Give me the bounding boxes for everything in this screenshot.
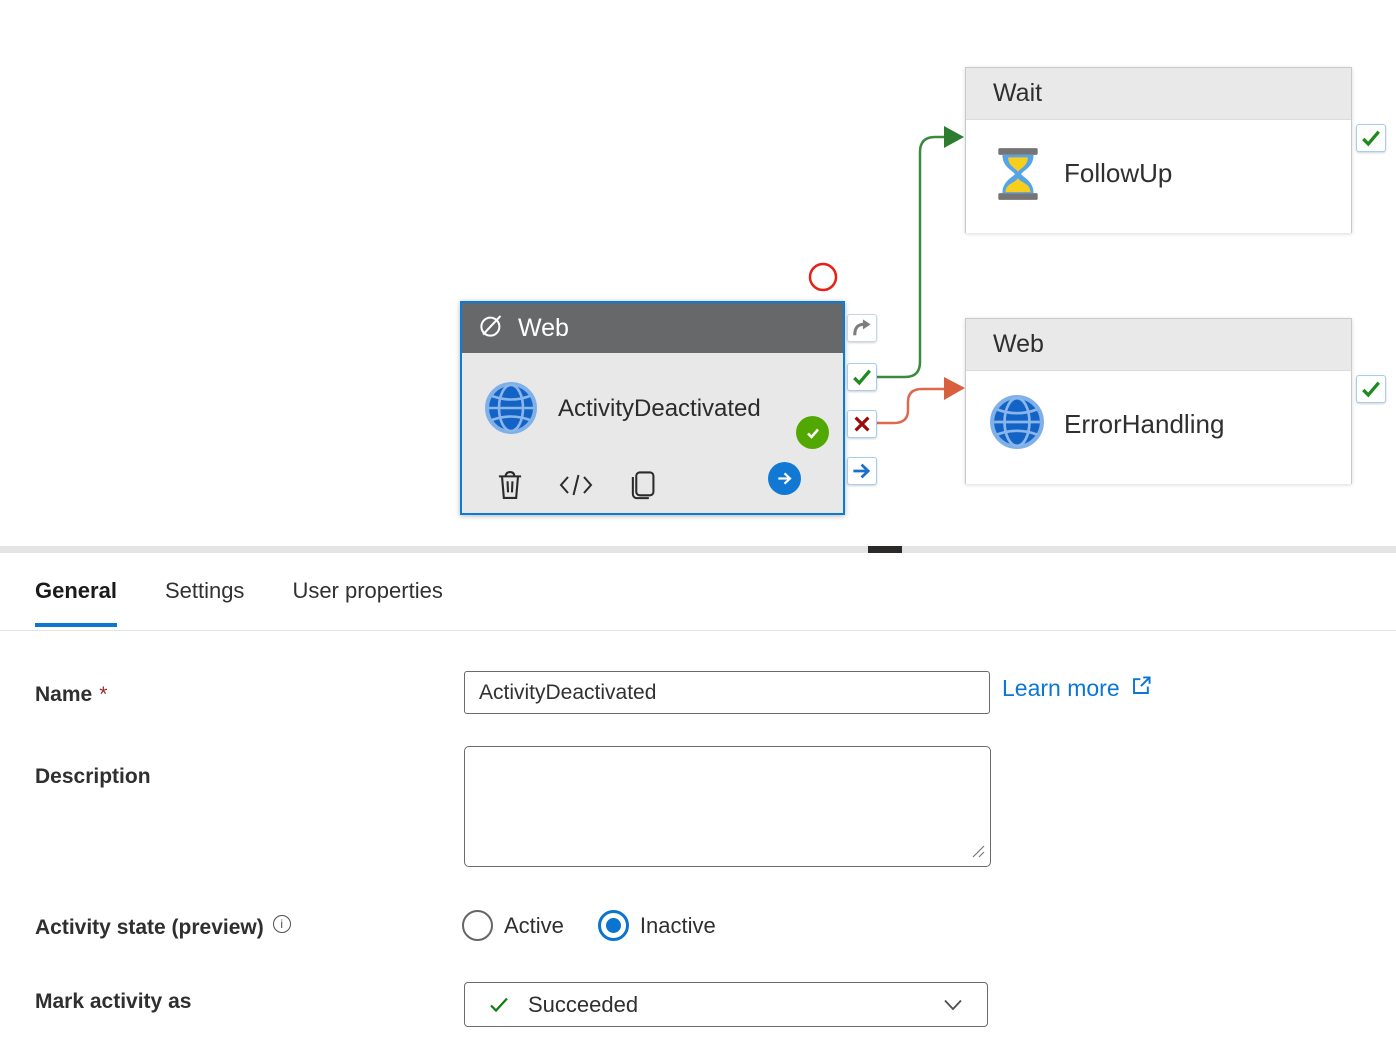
radio-dot xyxy=(605,918,621,933)
activity-state-radio-group: Active Inactive xyxy=(462,910,716,941)
required-asterisk: * xyxy=(99,683,108,706)
description-label: Description xyxy=(35,765,151,788)
tab-general[interactable]: General xyxy=(35,578,117,627)
radio-circle xyxy=(462,910,493,941)
radio-active[interactable]: Active xyxy=(462,910,564,941)
failure-edge xyxy=(877,387,945,425)
activity-node-wait[interactable]: Wait FollowUp xyxy=(965,67,1352,233)
success-edge xyxy=(877,135,945,379)
mark-activity-label: Mark activity as xyxy=(35,990,192,1013)
error-marker-circle xyxy=(808,262,838,292)
activity-node-main[interactable]: Web ActivityDeactivated xyxy=(460,301,845,515)
tab-user-properties[interactable]: User properties xyxy=(292,578,443,603)
activity-name: ErrorHandling xyxy=(1064,409,1225,439)
radio-circle-selected xyxy=(597,910,629,941)
description-input[interactable] xyxy=(464,746,991,867)
activity-node-body: FollowUp xyxy=(966,120,1351,233)
failure-edge-arrowhead xyxy=(944,377,965,400)
activity-state-label: Activity state (preview)i xyxy=(35,915,291,940)
name-input[interactable] xyxy=(464,671,990,714)
scrollbar-thumb[interactable] xyxy=(868,546,902,553)
tab-settings[interactable]: Settings xyxy=(164,578,245,603)
activity-action-bar xyxy=(462,462,843,507)
copy-icon[interactable] xyxy=(624,467,660,503)
dropdown-selected-value: Succeeded xyxy=(528,991,639,1017)
add-next-activity-button[interactable] xyxy=(768,462,801,495)
external-link-icon xyxy=(1130,674,1153,703)
canvas-horizontal-scrollbar[interactable] xyxy=(0,546,1396,553)
skip-port[interactable] xyxy=(847,314,877,342)
mark-activity-dropdown[interactable]: Succeeded xyxy=(464,982,988,1027)
failure-port[interactable] xyxy=(847,410,877,438)
success-edge-arrowhead xyxy=(944,126,964,148)
web-activity-icon xyxy=(989,394,1045,455)
delete-icon[interactable] xyxy=(492,467,528,503)
completion-port[interactable] xyxy=(847,457,877,485)
wait-hourglass-icon xyxy=(993,146,1043,207)
radio-inactive[interactable]: Inactive xyxy=(597,910,716,941)
succeeded-badge-icon xyxy=(796,416,829,449)
deactivated-icon xyxy=(478,312,505,344)
code-icon[interactable] xyxy=(558,467,594,503)
properties-tabs: General Settings User properties xyxy=(35,578,443,627)
activity-name: FollowUp xyxy=(1064,158,1173,188)
web-activity-icon xyxy=(484,381,538,440)
pipeline-connectors xyxy=(808,126,965,425)
errorhandling-success-port[interactable] xyxy=(1356,375,1386,403)
activity-type-label: Web xyxy=(518,313,569,342)
activity-type-label: Web xyxy=(966,319,1351,371)
succeeded-check-icon xyxy=(488,995,510,1015)
chevron-down-icon xyxy=(943,998,963,1012)
activity-node-body: ActivityDeactivated xyxy=(462,353,843,515)
activity-name: ActivityDeactivated xyxy=(558,395,761,422)
activity-node-errorhandling[interactable]: Web ErrorHandling xyxy=(965,318,1352,484)
learn-more-link[interactable]: Learn more xyxy=(1002,674,1153,703)
wait-success-port[interactable] xyxy=(1356,124,1386,152)
activity-node-header: Web xyxy=(462,303,843,353)
info-icon[interactable]: i xyxy=(272,915,291,933)
activity-node-body: ErrorHandling xyxy=(966,371,1351,484)
success-port[interactable] xyxy=(847,363,877,391)
name-label: Name* xyxy=(35,683,108,706)
tabs-divider xyxy=(0,630,1396,631)
activity-type-label: Wait xyxy=(966,68,1351,120)
